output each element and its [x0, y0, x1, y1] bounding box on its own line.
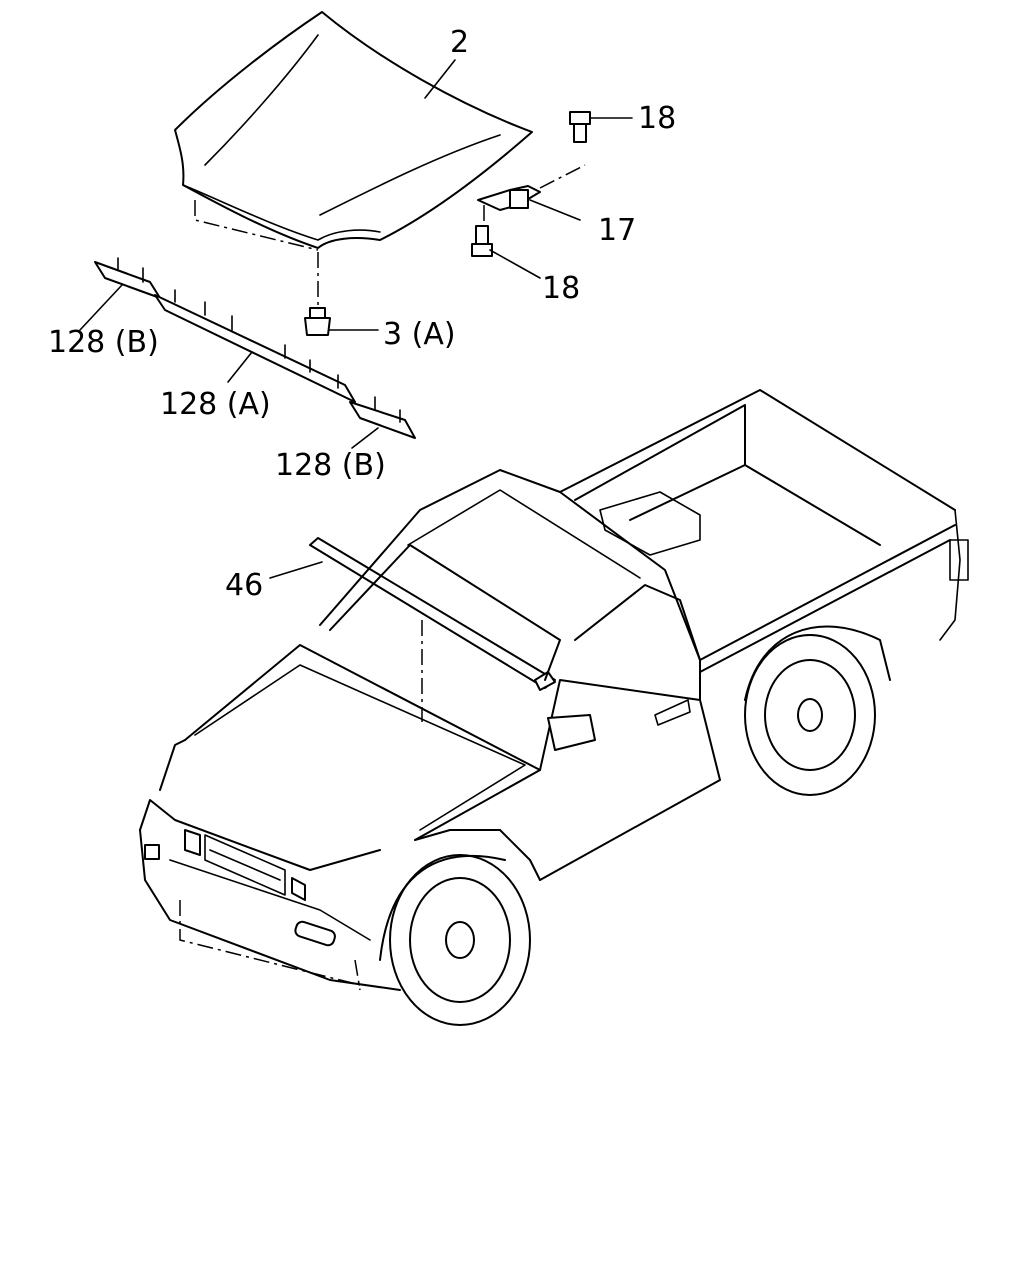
callout-cowl-panel: 46	[225, 568, 263, 603]
callout-hood: 2	[450, 25, 469, 60]
callout-weatherstrip-a: 128 (A)	[160, 387, 271, 422]
hood-bumper	[304, 307, 379, 336]
callout-bolt-upper: 18	[638, 101, 676, 136]
callout-weatherstrip-b-left: 128 (B)	[48, 325, 159, 360]
weatherstrip-a	[154, 289, 356, 403]
callout-hinge: 17	[598, 213, 636, 248]
weatherstrip-b-left	[79, 257, 161, 331]
callout-weatherstrip-b-right: 128 (B)	[275, 448, 386, 483]
hood-hinge	[477, 164, 586, 221]
hinge-bolt-lower	[471, 205, 541, 279]
callout-bolt-lower: 18	[542, 271, 580, 306]
pickup-truck	[139, 389, 969, 1026]
hinge-bolt-upper	[569, 111, 633, 143]
cowl-panel	[269, 537, 556, 722]
callout-hood-bumper: 3 (A)	[383, 317, 456, 352]
weatherstrip-b-right	[349, 396, 416, 449]
hood-panel	[174, 11, 533, 305]
